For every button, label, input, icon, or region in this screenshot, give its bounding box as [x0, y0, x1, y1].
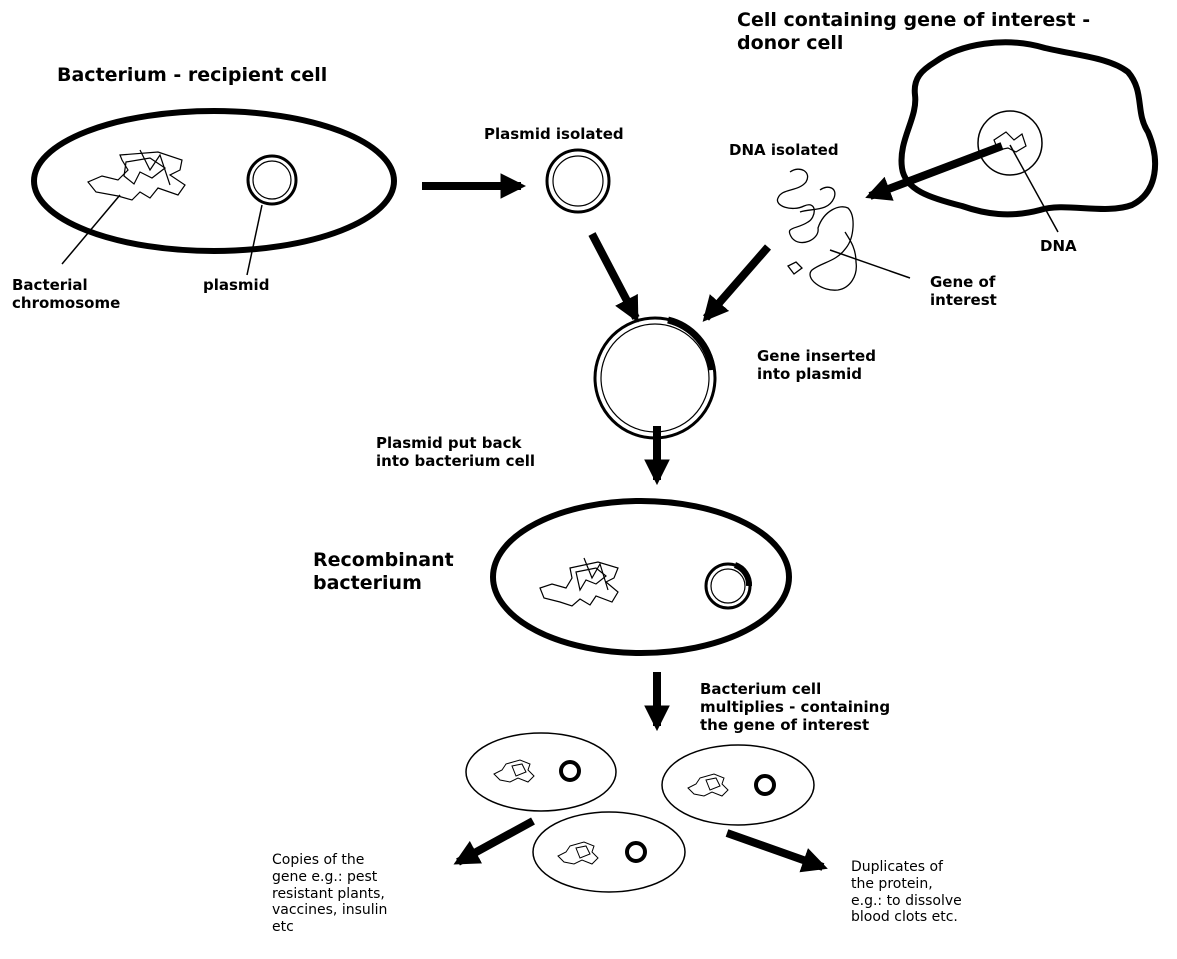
arrow-icon — [588, 232, 640, 323]
daughter-cell — [465, 732, 617, 812]
gene-of-interest-label: Gene of interest — [930, 273, 997, 309]
plasmid-ring-icon — [704, 562, 753, 610]
plasmid-ring-icon — [246, 154, 298, 206]
daughter-cell — [532, 811, 686, 893]
donor-cell-title: Cell containing gene of interest - donor… — [737, 9, 1091, 54]
chromosome-squiggle-icon — [87, 149, 186, 201]
plasmid-isolated-label: Plasmid isolated — [484, 125, 624, 143]
plasmid-ring-icon — [593, 316, 717, 440]
gene-inserted-label: Gene inserted into plasmid — [757, 347, 876, 383]
plasmid-label: plasmid — [203, 276, 270, 294]
dna-label: DNA — [1040, 237, 1077, 255]
duplicates-of-protein-label: Duplicates of the protein, e.g.: to diss… — [851, 859, 962, 926]
recipient-cell-title: Bacterium - recipient cell — [57, 64, 328, 86]
chromosome-squiggle-icon — [539, 557, 619, 607]
arrow-icon — [702, 244, 772, 322]
donor-nucleus — [977, 110, 1043, 176]
daughter-cell — [661, 744, 815, 826]
bacterial-chromosome-label: Bacterial chromosome — [12, 276, 121, 312]
chromosome-squiggle-icon — [557, 841, 599, 865]
chromosome-squiggle-icon — [493, 759, 535, 783]
arrow-icon — [453, 817, 535, 866]
multiplies-label: Bacterium cell multiplies - containing t… — [700, 680, 891, 734]
arrow-icon — [865, 142, 1004, 201]
recipient-cell — [31, 108, 397, 254]
recombinant-bacterium-label: Recombinant bacterium — [313, 549, 454, 594]
plasmid-put-back-label: Plasmid put back into bacterium cell — [376, 434, 536, 470]
dna-isolated-label: DNA isolated — [729, 141, 839, 159]
chromosome-squiggle-icon — [687, 773, 729, 797]
copies-of-gene-label: Copies of the gene e.g.: pest resistant … — [272, 852, 388, 936]
plasmid-ring-icon — [545, 148, 611, 214]
arrow-icon — [725, 829, 828, 873]
chromosome-squiggle-icon — [776, 168, 857, 291]
recombinant-cell — [490, 498, 792, 656]
donor-cell — [898, 39, 1159, 218]
